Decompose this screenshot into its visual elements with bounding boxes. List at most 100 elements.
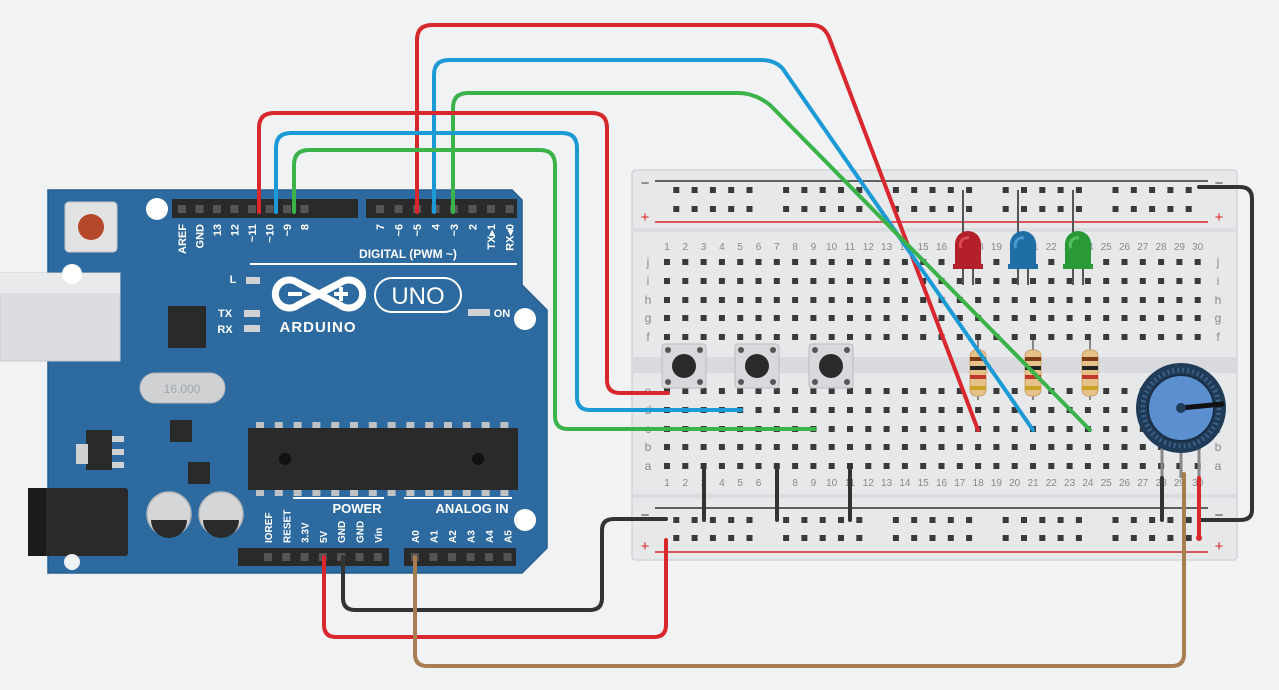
breadboard-hole[interactable] <box>737 278 744 284</box>
breadboard-hole[interactable] <box>1030 463 1036 469</box>
breadboard-hole[interactable] <box>1066 444 1073 450</box>
breadboard-hole[interactable] <box>773 278 780 284</box>
breadboard-hole[interactable] <box>664 334 670 340</box>
breadboard-hole[interactable] <box>1084 463 1091 469</box>
wire-pin5-red-led[interactable] <box>415 23 980 432</box>
breadboard-hole[interactable] <box>975 334 982 340</box>
breadboard-hole[interactable] <box>975 444 982 450</box>
rail-hole[interactable] <box>1185 535 1192 541</box>
breadboard-hole[interactable] <box>773 444 780 450</box>
breadboard-hole[interactable] <box>865 407 872 413</box>
breadboard-hole[interactable] <box>1176 259 1183 265</box>
rail-hole[interactable] <box>746 535 753 541</box>
header-pin[interactable] <box>178 205 186 213</box>
rail-hole[interactable] <box>1075 517 1082 523</box>
breadboard-hole[interactable] <box>737 297 744 303</box>
rail-hole[interactable] <box>838 535 844 541</box>
pushbutton-cap[interactable] <box>672 354 696 378</box>
breadboard-hole[interactable] <box>737 388 744 394</box>
breadboard-hole[interactable] <box>956 278 963 284</box>
breadboard-hole[interactable] <box>718 278 725 284</box>
breadboard-hole[interactable] <box>1103 315 1110 321</box>
breadboard-hole[interactable] <box>975 463 982 469</box>
rail-hole[interactable] <box>1149 206 1156 212</box>
wire-pin4-blue-led[interactable] <box>432 58 1035 432</box>
potentiometer[interactable] <box>1136 363 1226 478</box>
rail-hole[interactable] <box>929 206 936 212</box>
breadboard-hole[interactable] <box>1048 444 1055 450</box>
breadboard-hole[interactable] <box>792 259 799 265</box>
breadboard-hole[interactable] <box>993 444 1000 450</box>
breadboard-hole[interactable] <box>883 278 890 284</box>
rail-hole[interactable] <box>691 517 698 523</box>
breadboard-hole[interactable] <box>1066 297 1073 303</box>
rail-hole[interactable] <box>1075 535 1082 541</box>
header-pin[interactable] <box>466 553 475 561</box>
breadboard-hole[interactable] <box>1084 297 1091 303</box>
wire-pin3-green-led[interactable] <box>451 91 1092 432</box>
breadboard-hole[interactable] <box>700 315 707 321</box>
breadboard-hole[interactable] <box>883 315 890 321</box>
header-pin[interactable] <box>213 205 221 213</box>
breadboard-hole[interactable] <box>1121 297 1128 303</box>
breadboard-hole[interactable] <box>1176 278 1183 284</box>
rail-hole[interactable] <box>1149 535 1156 541</box>
breadboard-hole[interactable] <box>920 388 927 394</box>
breadboard-hole[interactable] <box>901 444 908 450</box>
breadboard-hole[interactable] <box>773 388 780 394</box>
breadboard-hole[interactable] <box>993 407 1000 413</box>
breadboard-hole[interactable] <box>792 407 799 413</box>
header-pin[interactable] <box>373 553 382 561</box>
breadboard-hole[interactable] <box>956 334 963 340</box>
breadboard-hole[interactable] <box>1048 463 1055 469</box>
rail-hole[interactable] <box>911 535 918 541</box>
breadboard-hole[interactable] <box>1103 297 1110 303</box>
breadboard-hole[interactable] <box>1084 315 1091 321</box>
breadboard-hole[interactable] <box>773 315 780 321</box>
breadboard-hole[interactable] <box>1048 426 1055 432</box>
breadboard-hole[interactable] <box>1176 297 1183 303</box>
breadboard-hole[interactable] <box>755 315 762 321</box>
breadboard-hole[interactable] <box>920 426 927 432</box>
breadboard-hole[interactable] <box>755 444 762 450</box>
rail-hole[interactable] <box>1130 535 1137 541</box>
rail-hole[interactable] <box>1130 517 1137 523</box>
header-pin[interactable] <box>503 553 512 561</box>
breadboard-hole[interactable] <box>792 315 799 321</box>
breadboard-hole[interactable] <box>847 278 853 284</box>
breadboard-hole[interactable] <box>1194 315 1201 321</box>
rail-hole[interactable] <box>746 206 753 212</box>
rail-hole[interactable] <box>1112 187 1119 193</box>
rail-hole[interactable] <box>801 535 808 541</box>
breadboard-hole[interactable] <box>883 388 890 394</box>
rail-hole[interactable] <box>838 206 844 212</box>
pushbutton-cap[interactable] <box>745 354 769 378</box>
breadboard-hole[interactable] <box>938 388 945 394</box>
breadboard-hole[interactable] <box>700 444 707 450</box>
rail-hole[interactable] <box>1021 206 1027 212</box>
breadboard-hole[interactable] <box>1103 278 1110 284</box>
breadboard-hole[interactable] <box>1048 259 1055 265</box>
breadboard-hole[interactable] <box>828 259 835 265</box>
pushbuttons[interactable] <box>661 343 854 389</box>
breadboard-hole[interactable] <box>755 463 762 469</box>
breadboard-hole[interactable] <box>682 334 689 340</box>
rail-hole[interactable] <box>673 535 680 541</box>
breadboard-hole[interactable] <box>828 426 835 432</box>
header-pin[interactable] <box>300 205 309 213</box>
breadboard-hole[interactable] <box>1011 315 1018 321</box>
rail-hole[interactable] <box>911 206 918 212</box>
breadboard-hole[interactable] <box>1066 334 1073 340</box>
header-pin[interactable] <box>265 205 274 213</box>
breadboard-hole[interactable] <box>1158 278 1165 284</box>
breadboard-hole[interactable] <box>737 334 744 340</box>
breadboard-hole[interactable] <box>1176 334 1183 340</box>
rail-hole[interactable] <box>966 517 973 523</box>
rail-hole[interactable] <box>691 535 698 541</box>
header-pin[interactable] <box>230 205 239 213</box>
rail-hole[interactable] <box>709 535 716 541</box>
breadboard-hole[interactable] <box>865 444 872 450</box>
breadboard-hole[interactable] <box>883 463 890 469</box>
breadboard-hole[interactable] <box>1011 334 1018 340</box>
rail-hole[interactable] <box>801 206 808 212</box>
